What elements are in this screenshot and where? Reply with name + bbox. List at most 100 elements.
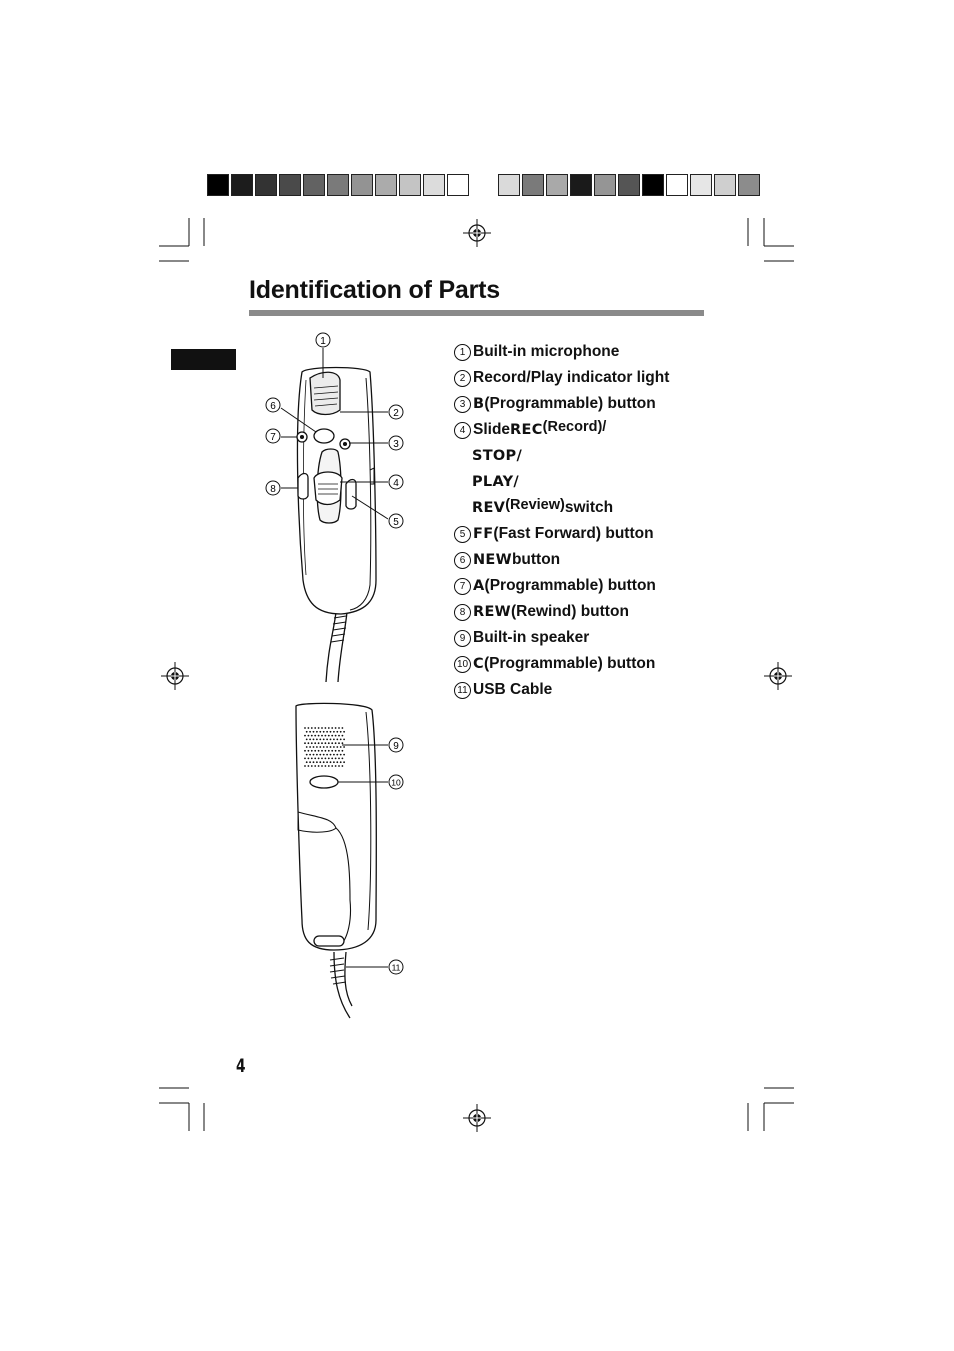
speaker-hole	[322, 753, 325, 756]
speaker-hole	[319, 761, 322, 764]
speaker-hole	[304, 765, 306, 767]
part-label: (Fast Forward) button	[493, 525, 654, 542]
speaker-hole	[317, 742, 320, 745]
speaker-hole	[339, 738, 342, 741]
color-swatch	[714, 174, 736, 196]
page-number: 4	[236, 1055, 246, 1077]
speaker-hole	[343, 730, 345, 733]
part-number-badge: 9	[454, 629, 471, 647]
color-swatch	[690, 174, 712, 196]
part-prefix: Slide	[473, 421, 511, 438]
speaker-hole	[321, 757, 323, 760]
speaker-hole	[343, 761, 345, 764]
speaker-hole	[334, 734, 337, 737]
callout-leaders-back	[338, 744, 388, 968]
part-key-label: FF	[473, 526, 494, 542]
speaker-hole	[333, 761, 335, 764]
speaker-hole	[336, 753, 339, 756]
speaker-hole	[305, 746, 308, 748]
speaker-hole	[327, 742, 330, 745]
speaker-hole	[326, 761, 328, 764]
speaker-hole	[326, 738, 328, 741]
part-label: (Programmable) button	[484, 395, 656, 412]
crop-mark-bottom-right	[747, 1087, 794, 1131]
svg-text:8: 8	[270, 484, 276, 495]
color-swatch	[399, 174, 421, 196]
svg-text:11: 11	[392, 963, 401, 973]
callout-circles-front: 1 2 3 4 5 6 7 8	[265, 332, 404, 529]
speaker-hole	[333, 746, 335, 748]
callout-6: 6	[265, 397, 281, 413]
svg-text:7: 7	[270, 432, 276, 443]
part-label: switch	[564, 499, 614, 516]
speaker-hole	[339, 761, 342, 764]
color-swatch	[498, 174, 520, 196]
speaker-hole	[305, 761, 308, 764]
callout-2: 2	[388, 404, 404, 420]
color-swatch	[327, 174, 349, 196]
svg-text:5: 5	[393, 517, 399, 528]
speaker-hole	[314, 742, 317, 745]
speaker-hole	[307, 742, 310, 745]
speaker-hole	[304, 734, 306, 737]
speaker-hole	[322, 761, 325, 764]
color-swatch	[351, 174, 373, 196]
speaker-hole	[333, 730, 335, 733]
speaker-hole	[338, 727, 340, 729]
speaker-hole	[339, 753, 342, 756]
page-title: Identification of Parts	[249, 276, 500, 304]
svg-text:2: 2	[393, 408, 399, 419]
color-swatch	[666, 174, 688, 196]
svg-text:1: 1	[320, 336, 326, 347]
registration-mark-right	[763, 661, 793, 691]
section-tab	[171, 349, 236, 370]
speaker-hole	[341, 727, 344, 729]
speaker-hole	[312, 761, 315, 764]
speaker-hole	[329, 738, 332, 741]
speaker-hole	[312, 738, 315, 741]
speaker-hole	[317, 734, 320, 737]
speaker-hole	[321, 742, 323, 745]
speaker-hole	[314, 734, 317, 737]
speaker-hole	[319, 730, 322, 733]
speaker-hole	[317, 727, 320, 729]
callout-leaders-front	[280, 348, 389, 520]
speaker-hole	[324, 757, 327, 760]
speaker-hole	[338, 749, 340, 752]
speaker-hole	[329, 730, 332, 733]
speaker-hole	[307, 727, 310, 729]
part-label: button	[511, 551, 561, 568]
speaker-hole	[316, 730, 318, 733]
part-number-badge: 11	[454, 681, 471, 699]
speaker-hole	[324, 742, 327, 745]
speaker-hole	[305, 753, 308, 756]
part-key-label: C	[473, 656, 484, 672]
speaker-hole	[321, 727, 323, 729]
speaker-hole	[329, 746, 332, 748]
part-number-badge: 2	[454, 369, 471, 387]
speaker-hole	[331, 734, 334, 737]
speaker-hole	[312, 746, 315, 748]
part-label: (Programmable) button	[483, 655, 656, 672]
part-item: STOP/	[454, 443, 669, 469]
speaker-hole	[307, 757, 310, 760]
part-key-label: REW	[473, 604, 511, 620]
crop-mark-bottom-left	[159, 1087, 205, 1131]
color-swatch	[738, 174, 760, 196]
part-key-label: NEW	[473, 552, 512, 568]
speaker-hole	[329, 761, 332, 764]
speaker-hole	[316, 738, 318, 741]
speaker-hole	[336, 730, 339, 733]
speaker-hole	[310, 749, 313, 752]
speaker-hole	[305, 738, 308, 741]
svg-text:10: 10	[391, 778, 401, 788]
part-number-badge: 1	[454, 343, 471, 361]
color-swatch	[642, 174, 664, 196]
color-swatch	[570, 174, 592, 196]
part-item: REV (Review) switch	[454, 495, 669, 521]
callout-10: 10	[388, 774, 404, 790]
